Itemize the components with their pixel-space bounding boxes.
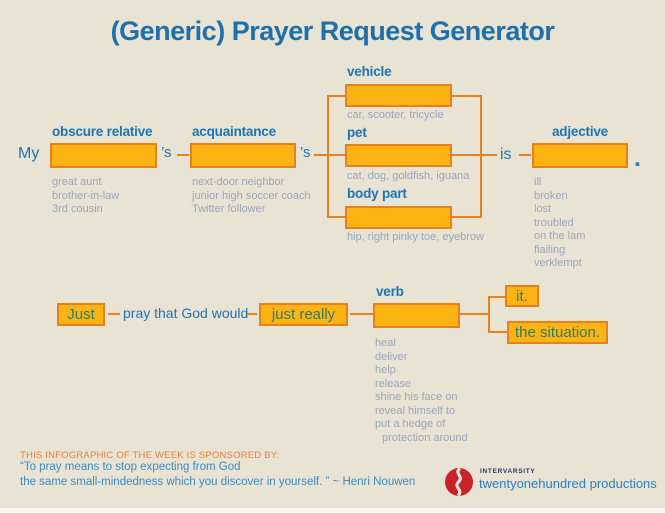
connector-line [327, 154, 345, 156]
connector-line [490, 331, 507, 333]
connector-line [482, 154, 497, 156]
pet-label: pet [347, 125, 367, 140]
connector-line [177, 154, 189, 156]
connector-line [314, 154, 328, 156]
verb-examples: heal deliver help release shine his face… [375, 337, 468, 445]
example-item: Twitter follower [192, 203, 266, 215]
acquaintance-examples: next-door neighbor junior high soccer co… [192, 176, 311, 217]
acquaintance-box [190, 143, 296, 168]
connector-line [247, 313, 257, 315]
example-item: put a hedge of [375, 418, 446, 430]
vehicle-label: vehicle [347, 64, 392, 79]
connector-phrase: pray that God would [123, 305, 249, 321]
page-title: (Generic) Prayer Request Generator [110, 16, 555, 46]
acquaintance-label: acquaintance [192, 124, 276, 139]
sponsor-text: THIS INFOGRAPHIC OF THE WEEK IS SPONSORE… [20, 450, 280, 461]
just-box: Just [57, 303, 105, 326]
adjective-label: adjective [552, 124, 608, 139]
example-item: 3rd cousin [52, 203, 103, 215]
vehicle-box [345, 84, 452, 107]
example-item: ill [534, 176, 542, 188]
intervarsity-logo-icon [444, 467, 474, 497]
example-item: protection around [382, 431, 468, 444]
connector-line [452, 95, 480, 97]
example-item: reveal himself to [375, 404, 456, 417]
just-really-box: just really [259, 303, 348, 326]
sentence-period: . [634, 144, 641, 172]
example-item: car, scooter, tricycle [347, 109, 444, 121]
bracket-right-rail [480, 95, 482, 218]
body-part-box [345, 206, 452, 229]
example-item: deliver [375, 350, 408, 363]
quote-line-1: “To pray means to stop expecting from Go… [20, 461, 241, 473]
quote-line-2: the same small-mindedness which you disc… [20, 476, 416, 488]
connector-line [350, 313, 373, 315]
example-item: on the lam [534, 230, 586, 242]
pet-box [345, 144, 452, 167]
connector-line [490, 296, 505, 298]
ending-it-box: it. [505, 285, 539, 307]
example-item: great aunt [52, 176, 102, 188]
example-item: shine his face on [375, 391, 458, 403]
fork-rail [488, 296, 490, 333]
pet-examples: cat, dog, goldfish, iguana [347, 170, 469, 184]
body-part-examples: hip, right pinky toe, eyebrow [347, 231, 484, 245]
connector-line [460, 313, 490, 315]
bracket-left-rail [327, 95, 329, 218]
connector-line [327, 216, 345, 218]
obscure-relative-box [50, 143, 157, 168]
connector-line [452, 216, 480, 218]
bottom-edge [0, 508, 665, 513]
obscure-relative-label: obscure relative [52, 124, 153, 139]
verb-box [373, 303, 460, 328]
example-item: flailing [534, 243, 566, 256]
example-item: junior high soccer coach [192, 189, 311, 202]
possessive-s-2: ’s [300, 144, 311, 161]
word-my: My [18, 145, 40, 162]
possessive-s-1: ’s [161, 144, 172, 161]
connector-line [452, 154, 480, 156]
connector-line [108, 313, 120, 315]
obscure-relative-examples: great aunt brother-in-law 3rd cousin [52, 176, 119, 217]
verb-label: verb [376, 284, 404, 299]
example-item: release [375, 377, 412, 390]
example-item: heal [375, 337, 396, 349]
logo-brand-text: INTERVARSITY [480, 468, 536, 475]
example-item: hip, right pinky toe, eyebrow [347, 231, 484, 243]
word-is: is [500, 146, 512, 163]
connector-line [519, 154, 531, 156]
connector-line [327, 95, 345, 97]
adjective-box [532, 143, 628, 168]
example-item: verklempt [534, 257, 582, 269]
example-item: next-door neighbor [192, 176, 285, 188]
body-part-label: body part [347, 186, 407, 201]
example-item: broken [534, 189, 568, 202]
logo-name-text: twentyonehundred productions [479, 476, 657, 491]
example-item: help [375, 364, 396, 376]
example-item: brother-in-law [52, 189, 120, 202]
example-item: lost [534, 203, 552, 215]
vehicle-examples: car, scooter, tricycle [347, 109, 444, 123]
example-item: troubled [534, 216, 574, 229]
adjective-examples: ill broken lost troubled on the lam flai… [534, 176, 585, 271]
ending-situation-box: the situation. [507, 321, 608, 344]
example-item: cat, dog, goldfish, iguana [347, 170, 470, 182]
